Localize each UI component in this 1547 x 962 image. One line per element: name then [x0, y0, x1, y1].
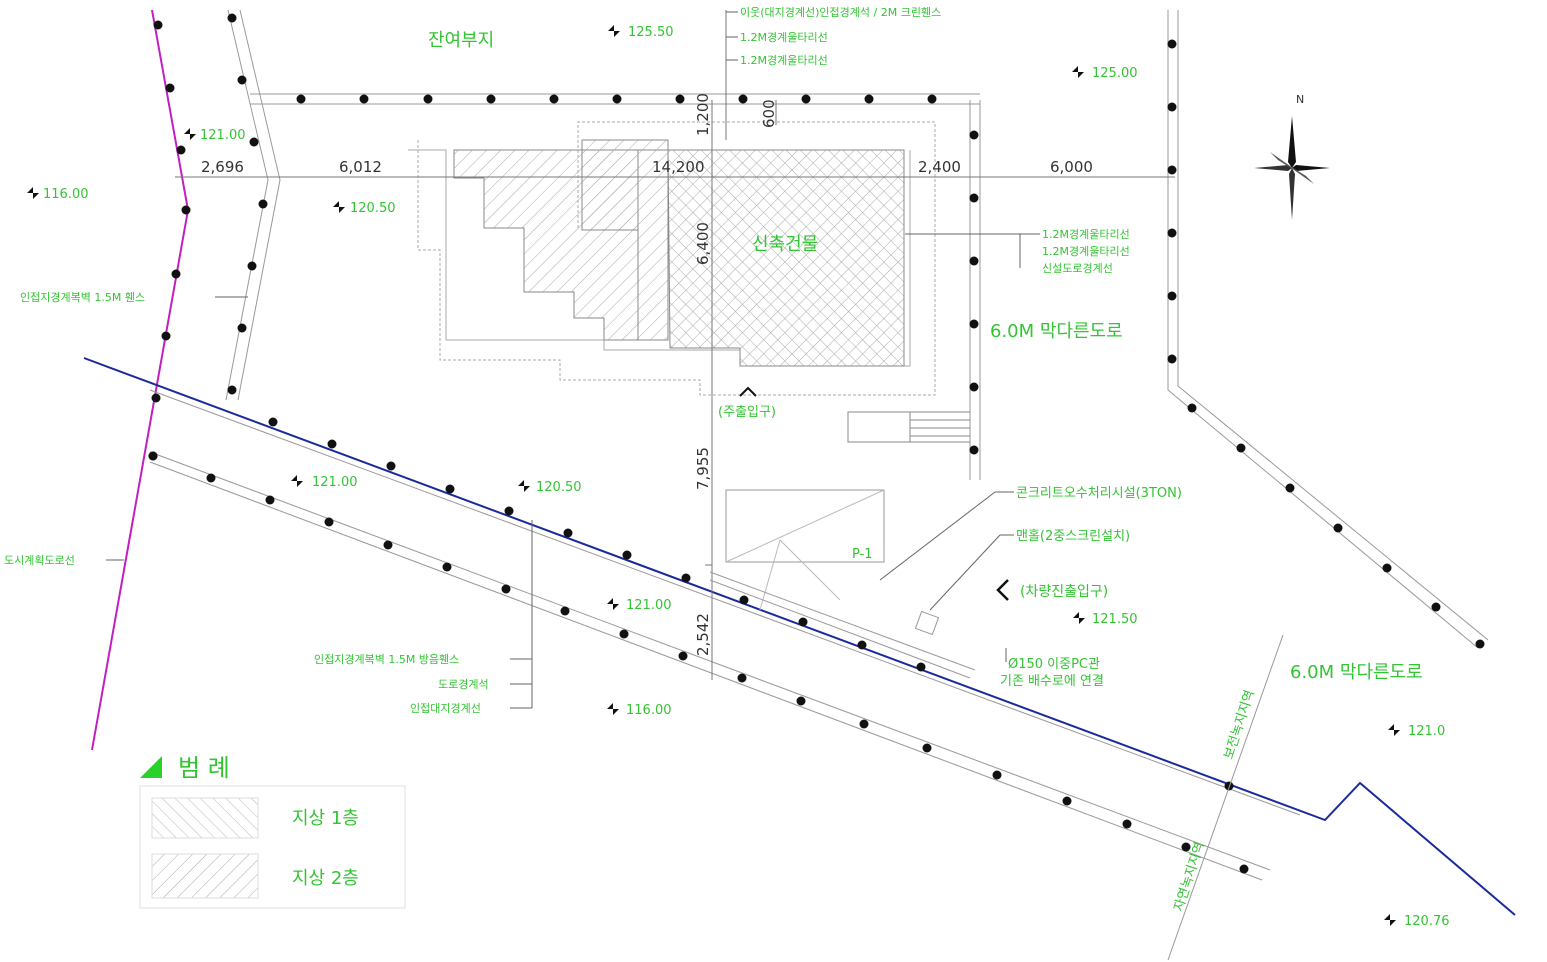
dimension-label: 6,000 — [1050, 158, 1093, 176]
dimension-label: 2,542 — [694, 613, 712, 656]
right-fence-dots — [969, 130, 979, 455]
zone-label-natural: 자연녹지지역 — [1172, 840, 1208, 913]
parking-label: P-1 — [852, 547, 873, 562]
elevation-label: 125.50 — [628, 25, 674, 40]
south-fence-dots-lower — [148, 451, 1249, 874]
new-building-label: 신축건물 — [752, 234, 818, 255]
right-note-2: 1.2M경계울타리선 — [1042, 245, 1130, 258]
north-label: N — [1296, 93, 1304, 106]
legend-item-label: 지상 2층 — [292, 868, 359, 889]
top-note-1: 이웃(대지경계선)인접경계석 / 2M 크린휀스 — [740, 6, 941, 19]
zone-label-conservation: 보전녹지지역 — [1222, 688, 1258, 761]
elevation-markers — [27, 25, 1400, 926]
bottom-note-3: 인접대지경계선 — [410, 702, 481, 715]
dimension-label: 2,400 — [918, 158, 961, 176]
road-east-label: 6.0M 막다른도로 — [990, 321, 1123, 342]
parking-space — [725, 489, 885, 563]
elevation-label: 121.0 — [1408, 724, 1445, 739]
right-note-3: 신설도로경계선 — [1042, 262, 1113, 275]
elevation-label: 125.00 — [1092, 66, 1138, 81]
elevation-label: 116.00 — [626, 703, 672, 718]
elevation-label: 121.00 — [626, 598, 672, 613]
pipe-note-2: 기존 배수로에 연결 — [1000, 674, 1104, 689]
elevation-label: 120.50 — [536, 480, 582, 495]
elevation-label: 116.00 — [43, 187, 89, 202]
right-note-1: 1.2M경계울타리선 — [1042, 228, 1130, 241]
elevation-label: 121.00 — [200, 128, 246, 143]
bottom-note-1: 인접지경계복벽 1.5M 방음휀스 — [314, 653, 459, 666]
vehicle-entrance-arrow-icon — [996, 579, 1009, 601]
legend-marker-icon — [140, 756, 162, 778]
elevation-label: 121.50 — [1092, 612, 1138, 627]
top-note-3: 1.2M경계울타리선 — [740, 54, 828, 67]
dimension-label: 1,200 — [694, 93, 712, 136]
legend-item-label: 지상 1층 — [292, 808, 359, 829]
manhole-note: 맨홀(2중스크린설치) — [1016, 529, 1130, 544]
left-note: 인접지경계복벽 1.5M 휀스 — [20, 291, 145, 304]
dimension-label: 6,012 — [339, 158, 382, 176]
left-road-note: 도시계획도로선 — [4, 554, 75, 567]
bottom-note-2: 도로경계석 — [438, 678, 489, 691]
main-entrance-arrow-icon — [739, 386, 757, 397]
dimension-label: 7,955 — [694, 447, 712, 490]
dimension-label: 2,696 — [201, 158, 244, 176]
legend-swatch-floor-2 — [151, 853, 259, 899]
building-floor-2 — [638, 149, 905, 367]
main-entrance-label: (주출입구) — [718, 405, 776, 420]
pipe-note-1: Ø150 이중PC관 — [1008, 657, 1100, 672]
road-south-label: 6.0M 막다른도로 — [1290, 662, 1423, 683]
septic-tank — [914, 610, 940, 636]
septic-note: 콘크리트오수처리시설(3TON) — [1016, 486, 1182, 501]
dimension-label: 6,400 — [694, 222, 712, 265]
south-fence-dots-upper — [268, 417, 926, 672]
elevation-label: 120.76 — [1404, 914, 1450, 929]
top-note-2: 1.2M경계울타리선 — [740, 31, 828, 44]
blue-road-line — [83, 357, 1516, 916]
magenta-boundary-line — [91, 9, 190, 751]
left-fence-dots — [227, 13, 268, 395]
top-fence-dots — [296, 94, 937, 104]
east-road-edge — [1167, 10, 1479, 649]
vehicle-entrance-label: (차량진출입구) — [1020, 584, 1108, 600]
legend-swatch-floor-1 — [151, 797, 259, 839]
dimension-label: 600 — [760, 99, 778, 128]
legend-title: 범 례 — [178, 754, 230, 782]
elevation-label: 120.50 — [350, 201, 396, 216]
north-arrow-icon — [1254, 116, 1330, 220]
elevation-label: 121.00 — [312, 475, 358, 490]
remaining-site-label: 잔여부지 — [428, 30, 494, 51]
dimension-label: 14,200 — [652, 158, 705, 176]
east-road-dots — [1167, 39, 1485, 649]
